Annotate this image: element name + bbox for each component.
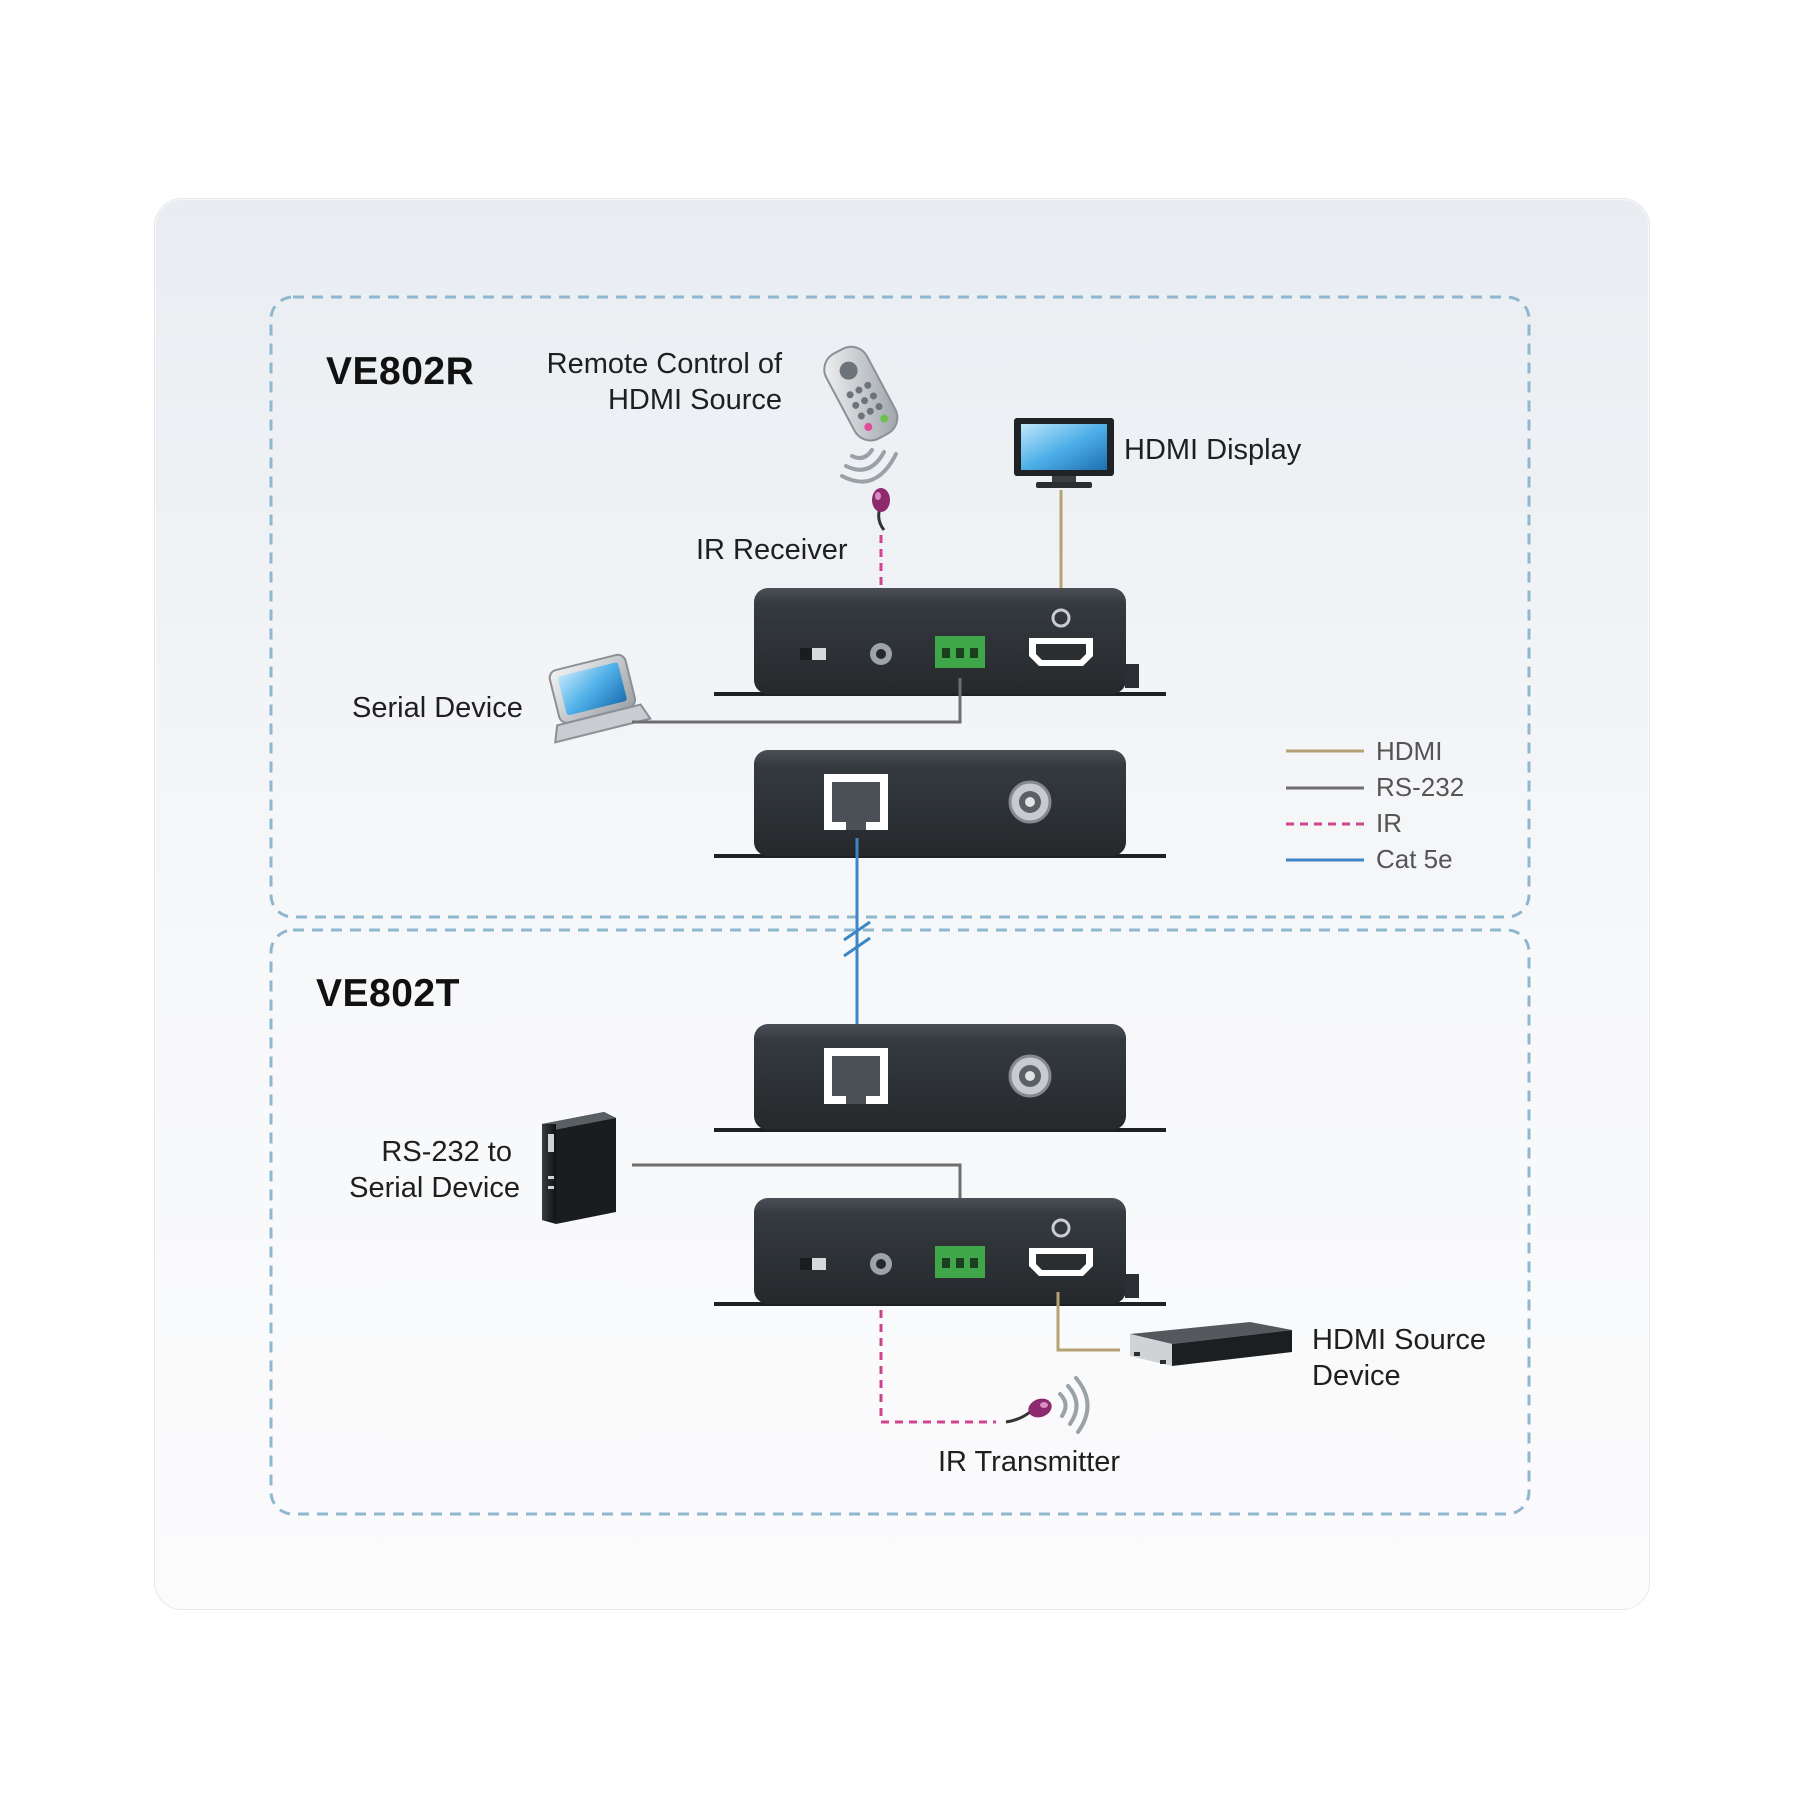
ir-cable-transmitter (879, 1310, 996, 1424)
remote-signal-waves-icon (840, 448, 898, 484)
remote-control-label-line2: HDMI Source (607, 384, 782, 416)
cable-break-mark (843, 920, 871, 942)
legend-label-cat5e: Cat 5e (1376, 844, 1453, 874)
hdmi-source-label-line1: HDMI Source (1312, 1324, 1487, 1356)
hdmi-display-icon (1014, 418, 1114, 488)
ir-transmitter-waves-icon (1058, 1376, 1090, 1434)
ve802t-front-unit (714, 1198, 1166, 1306)
diagram-panel (154, 198, 1650, 1610)
rs232-cable-receiver (632, 678, 962, 724)
hdmi-cable-source (1056, 1292, 1120, 1352)
remote-control-icon (823, 345, 899, 442)
serial-device-icon (548, 653, 652, 744)
legend-label-hdmi: HDMI (1376, 736, 1443, 766)
hdmi-source-label-line2: Device (1312, 1360, 1401, 1392)
rs232-cable-transmitter (632, 1163, 962, 1204)
legend-label-ir: IR (1376, 808, 1402, 838)
ir-receiver-icon (872, 488, 890, 531)
serial-device-pc-icon (542, 1112, 616, 1224)
hdmi-source-device-icon (1130, 1322, 1292, 1366)
ve802r-rear-unit (714, 750, 1166, 858)
hdmi-display-label: HDMI Display (1124, 434, 1302, 466)
cable-break-mark (843, 936, 871, 958)
ve802r-title: VE802R (326, 350, 475, 393)
serial-device-label: Serial Device (352, 692, 523, 724)
legend-label-rs232: RS-232 (1376, 772, 1465, 802)
ir-transmitter-label: IR Transmitter (938, 1446, 1121, 1478)
ve802r-front-unit (714, 588, 1166, 696)
rs232-serial-label-line2: Serial Device (349, 1172, 520, 1204)
ve802t-title: VE802T (316, 972, 460, 1015)
ir-receiver-label: IR Receiver (696, 534, 848, 566)
remote-control-label-line1: Remote Control of (546, 348, 782, 380)
ve802t-rear-unit (714, 1024, 1166, 1132)
ir-transmitter-icon (1005, 1398, 1052, 1424)
rs232-serial-label-line1: RS-232 to (381, 1136, 512, 1168)
